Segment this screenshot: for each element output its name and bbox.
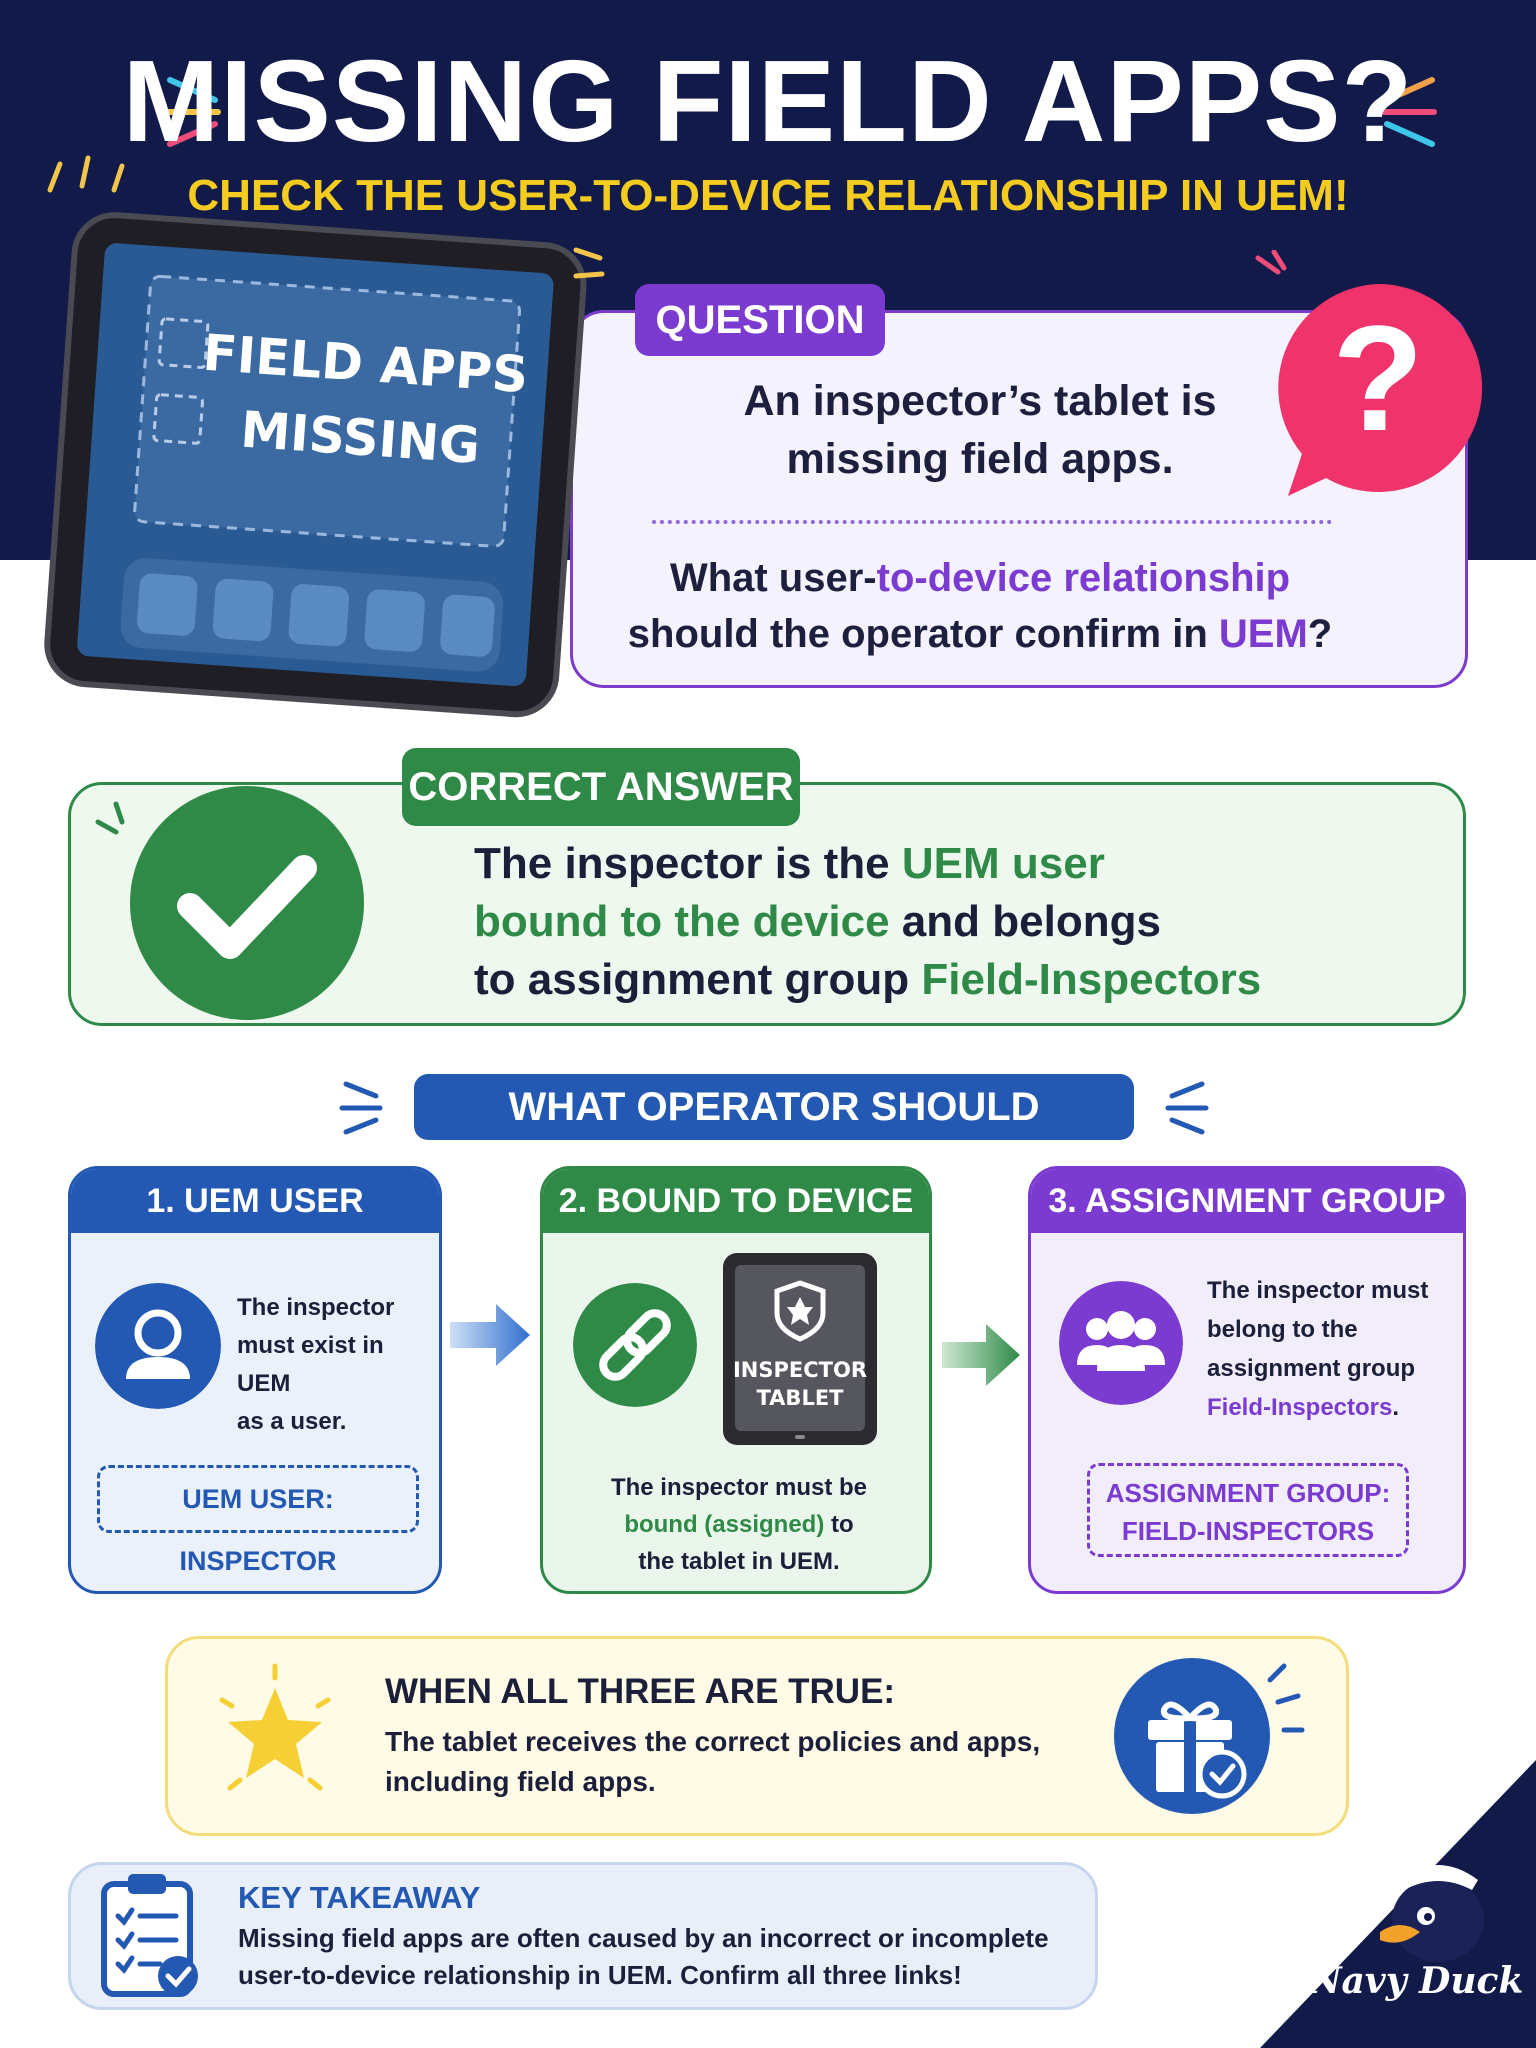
question-text: An inspector’s tablet is missing field a… (600, 372, 1360, 488)
step-2-text-line: The inspector must be (610, 1474, 868, 1501)
step-2-title: 2. BOUND TO DEVICE (543, 1169, 929, 1233)
confirm-sparkle-left-icon (339, 1081, 383, 1135)
bubble-sparkle-icon (1255, 250, 1287, 275)
step-2-text-line: the tablet in UEM. (638, 1548, 840, 1575)
step-uem-user-card: 1. UEM USER The inspector must exist in … (68, 1166, 442, 1594)
inspector-tablet-icon: INSPECTOR TABLET (723, 1253, 877, 1445)
navy-duck-corner (1260, 1760, 1536, 2048)
step-2-highlight: bound (assigned) (624, 1511, 825, 1538)
sparkle-right-icon (1381, 77, 1437, 147)
step-1-text: The inspector must exist in UEM as a use… (237, 1289, 437, 1441)
question-bubble-icon: ? (1278, 283, 1483, 496)
question-line-1: An inspector’s tablet is (743, 377, 1217, 425)
step-3-text-line: belong to the (1207, 1316, 1358, 1343)
question-divider (652, 520, 1332, 524)
step-3-text-line: assignment group (1207, 1355, 1416, 1382)
tablet-illustration: FIELD APPS MISSING (40, 210, 600, 730)
page-subtitle: CHECK THE USER-TO-DEVICE RELATIONSHIP IN… (187, 171, 1349, 220)
assignment-group-tag: ASSIGNMENT GROUP: FIELD-INSPECTORS (1087, 1463, 1409, 1557)
link-icon (573, 1283, 697, 1407)
answer-bound: bound to the device (474, 897, 890, 946)
confirm-sparkle-right-icon (1165, 1081, 1209, 1135)
uem-user-tag: UEM USER: INSPECTOR (97, 1465, 419, 1576)
step-assignment-group-card: 3. ASSIGNMENT GROUP The inspector must b… (1028, 1166, 1466, 1594)
answer-uem-user: UEM user (901, 839, 1105, 888)
tablet-sparkle-icon (47, 155, 125, 193)
answer-tab: CORRECT ANSWER (402, 748, 800, 826)
arrow-right-icon (450, 1304, 530, 1366)
question-prompt-highlight: to-device relationship (876, 556, 1291, 600)
step-1-title: 1. UEM USER (71, 1169, 439, 1233)
takeaway-text-line: Missing field apps are often caused by a… (238, 1923, 1049, 1953)
step-3-text: The inspector must belong to the assignm… (1207, 1271, 1457, 1427)
answer-part: The inspector is the (474, 839, 902, 888)
step-3-title: 3. ASSIGNMENT GROUP (1031, 1169, 1463, 1233)
takeaway-text: Missing field apps are often caused by a… (238, 1920, 1058, 1994)
checkmark-icon (130, 786, 364, 1020)
question-tab: QUESTION (635, 284, 885, 356)
takeaway-text-line: user-to-device relationship in UEM. Conf… (238, 1960, 962, 1990)
step-2-text: The inspector must be bound (assigned) t… (543, 1469, 929, 1580)
step-3-text-part: . (1392, 1394, 1400, 1421)
question-prompt-uem: UEM (1218, 612, 1308, 656)
answer-group: Field-Inspectors (921, 955, 1262, 1004)
question-prompt-mark: ? (1307, 612, 1333, 656)
check-sparkle-icon (95, 801, 125, 835)
outcome-title: WHEN ALL THREE ARE TRUE: (385, 1672, 896, 1711)
outcome-text-line: including field apps. (385, 1766, 656, 1797)
question-line-2: missing field apps. (786, 435, 1174, 483)
user-icon (95, 1283, 221, 1409)
question-prompt-part: What user- (669, 556, 877, 600)
bubble-question-mark: ? (1332, 294, 1424, 462)
inspector-tablet-label-2: TABLET (756, 1386, 844, 1410)
step-3-highlight: Field-Inspectors (1207, 1394, 1393, 1421)
step-1-text-line: The inspector (237, 1294, 395, 1321)
step-1-text-line: must exist in UEM (237, 1332, 384, 1397)
answer-text: The inspector is the UEM user bound to t… (474, 835, 1434, 1009)
step-2-text-part: to (824, 1511, 854, 1538)
question-prompt: What user-to-device relationship should … (600, 550, 1360, 662)
gift-icon (1114, 1658, 1305, 1814)
arrow-right-icon (942, 1324, 1020, 1386)
step-bound-device-card: 2. BOUND TO DEVICE INSPECTOR TABLET The … (540, 1166, 932, 1594)
confirm-heading: WHAT OPERATOR SHOULD CONFIRM (414, 1074, 1134, 1195)
group-icon (1059, 1281, 1183, 1405)
assignment-group-tag-line: FIELD-INSPECTORS (1121, 1516, 1375, 1546)
answer-part: and belongs (889, 897, 1161, 946)
step-1-text-line: as a user. (237, 1408, 347, 1435)
takeaway-card (68, 1862, 1098, 2010)
page-title: MISSING FIELD APPS? (122, 36, 1414, 166)
tablet-icon: FIELD APPS MISSING (44, 212, 587, 718)
duck-mascot-icon (1380, 1865, 1484, 1962)
answer-part: to assignment group (474, 955, 922, 1004)
step-3-text-line: The inspector must (1207, 1277, 1429, 1304)
star-icon (219, 1663, 331, 1791)
inspector-tablet-label-1: INSPECTOR (733, 1358, 867, 1382)
assignment-group-tag-line: ASSIGNMENT GROUP: (1105, 1478, 1391, 1508)
outcome-text: The tablet receives the correct policies… (385, 1722, 1085, 1802)
brand-name: Navy Duck (1308, 1960, 1524, 2002)
takeaway-title: KEY TAKEAWAY (238, 1880, 481, 1915)
sparkle-left-icon (165, 77, 221, 147)
tablet-side-sparkle-icon (573, 247, 605, 279)
question-prompt-part: should the operator confirm in (627, 612, 1219, 656)
clipboard-icon (101, 1874, 198, 1997)
outcome-text-line: The tablet receives the correct policies… (385, 1726, 1041, 1757)
